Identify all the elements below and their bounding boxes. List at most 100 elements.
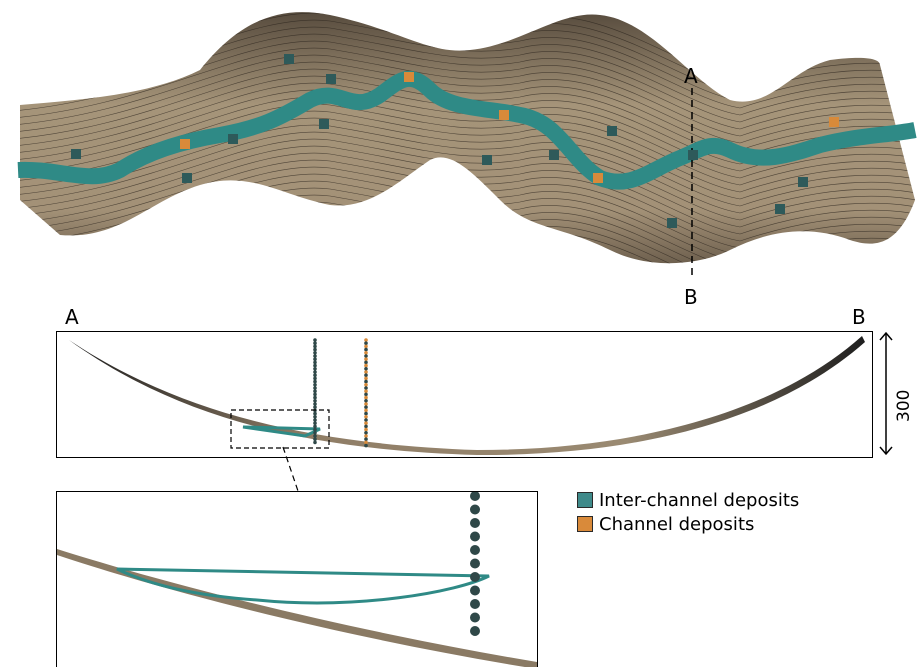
- well-bead-1: [313, 370, 317, 374]
- channel-marker: [499, 110, 509, 120]
- legend-label-channel: Channel deposits: [599, 513, 755, 535]
- well-bead-2: [364, 437, 368, 441]
- well-bead-1: [313, 395, 317, 400]
- well-bead-2: [364, 434, 368, 438]
- scale-bar-label: 300 m: [894, 389, 917, 422]
- well-bead-2: [364, 392, 368, 397]
- well-bead-1: [313, 405, 317, 409]
- inter-channel-marker: [482, 155, 492, 165]
- section-label-b: B: [852, 305, 866, 329]
- well-bead-2: [364, 408, 368, 413]
- well-bead-1: [313, 437, 317, 441]
- well-bead-1: [313, 389, 317, 393]
- inter-channel-marker: [182, 173, 192, 183]
- well-bead-2: [364, 354, 368, 358]
- inter-channel-marker: [228, 134, 238, 144]
- zoom-svg: [57, 492, 537, 667]
- well-bead-1: [313, 434, 317, 438]
- legend-item-channel: Channel deposits: [577, 512, 799, 536]
- well-bead-1: [313, 383, 317, 387]
- zoom-connector: [282, 446, 299, 492]
- legend-label-inter: Inter-channel deposits: [599, 489, 800, 511]
- cross-section-panel: [56, 331, 873, 458]
- zoom-well-bead: [470, 572, 480, 582]
- well-bead-1: [313, 386, 317, 390]
- well-bead-1: [313, 411, 317, 416]
- well-bead-2: [364, 431, 368, 435]
- well-bead-1: [313, 392, 317, 397]
- well-bead-1: [313, 351, 317, 355]
- well-bead-1: [313, 363, 317, 368]
- well-bead-1: [313, 357, 317, 361]
- inter-channel-marker: [798, 177, 808, 187]
- well-bead-2: [364, 367, 368, 371]
- inter-channel-marker: [326, 74, 336, 84]
- zoom-well-bead: [470, 599, 480, 609]
- well-bead-1: [313, 427, 317, 432]
- inter-channel-marker: [284, 54, 294, 64]
- zoom-well-bead: [470, 585, 480, 596]
- well-bead-1: [313, 399, 317, 403]
- well-bead-2: [364, 443, 368, 448]
- channel-marker: [180, 139, 190, 149]
- well-bead-2: [364, 424, 368, 429]
- channel-marker: [829, 117, 839, 127]
- well-bead-2: [364, 386, 368, 390]
- well-bead-1: [313, 344, 317, 349]
- inter-channel-marker: [549, 150, 559, 160]
- well-bead-2: [364, 411, 368, 416]
- inter-channel-marker: [775, 204, 785, 214]
- inter-channel-marker: [667, 218, 677, 228]
- well-bead-2: [364, 383, 368, 387]
- zoom-well-bead: [470, 492, 480, 501]
- legend-swatch-channel: [577, 516, 593, 532]
- zoom-panel: [56, 491, 538, 667]
- well-bead-1: [313, 424, 317, 429]
- legend: Inter-channel deposits Channel deposits: [577, 488, 799, 536]
- well-bead-2: [364, 363, 368, 368]
- well-bead-1: [313, 440, 317, 445]
- well-bead-2: [364, 338, 368, 342]
- well-bead-1: [313, 415, 317, 419]
- well-bead-2: [364, 370, 368, 374]
- zoom-well-bead: [470, 531, 480, 542]
- inter-channel-marker: [71, 149, 81, 159]
- zoom-well-bead: [470, 518, 480, 528]
- well-bead-2: [364, 376, 368, 381]
- zoom-channel-lens: [116, 567, 490, 605]
- well-bead-1: [313, 376, 317, 381]
- inter-channel-marker: [319, 119, 329, 129]
- well-bead-2: [364, 347, 368, 352]
- channel-belt: [17, 70, 917, 190]
- channel-marker: [404, 72, 414, 82]
- inter-channel-marker: [607, 126, 617, 136]
- well-bead-1: [313, 347, 317, 352]
- well-bead-2: [364, 399, 368, 403]
- well-bead-1: [313, 338, 317, 342]
- zoom-well-bead: [470, 504, 480, 515]
- basin-surface: [69, 336, 865, 456]
- well-bead-1: [313, 360, 317, 365]
- scale-bar: [879, 331, 893, 456]
- zoom-well-bead: [470, 612, 480, 623]
- inter-channel-marker: [688, 150, 698, 160]
- well-bead-2: [364, 341, 368, 345]
- zoom-well-bead: [470, 558, 480, 569]
- well-bead-2: [364, 421, 368, 425]
- zoom-box: [230, 409, 330, 449]
- well-bead-1: [313, 373, 317, 377]
- well-bead-1: [313, 354, 317, 358]
- well-bead-2: [364, 373, 368, 377]
- map-label-a: A: [684, 64, 698, 88]
- well-bead-2: [364, 415, 368, 419]
- terrain-map: [17, 12, 917, 278]
- section-label-a: A: [65, 305, 79, 329]
- legend-swatch-inter: [577, 492, 593, 508]
- well-bead-2: [364, 405, 368, 409]
- well-bead-2: [364, 351, 368, 355]
- zoom-well-bead: [470, 545, 480, 555]
- channel-lens: [242, 425, 321, 438]
- well-bead-2: [364, 360, 368, 365]
- well-bead-2: [364, 418, 368, 422]
- cross-section-svg: [69, 336, 865, 456]
